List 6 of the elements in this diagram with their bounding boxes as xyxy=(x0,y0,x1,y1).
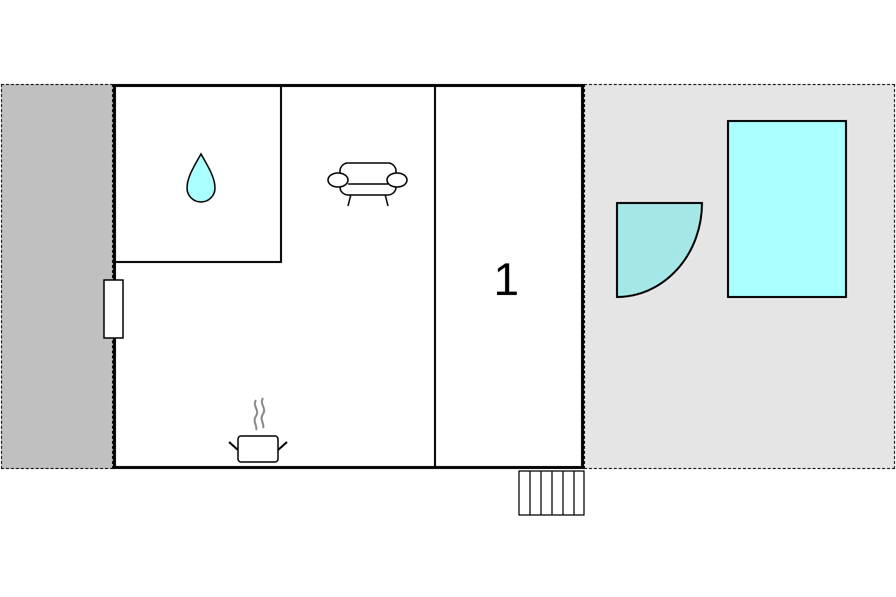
terrace-area xyxy=(584,84,895,469)
terrace-area xyxy=(1,84,113,469)
corner-pool xyxy=(616,202,702,298)
pool xyxy=(726,120,846,298)
house-outline xyxy=(113,84,584,469)
room-number: 1 xyxy=(494,256,520,302)
